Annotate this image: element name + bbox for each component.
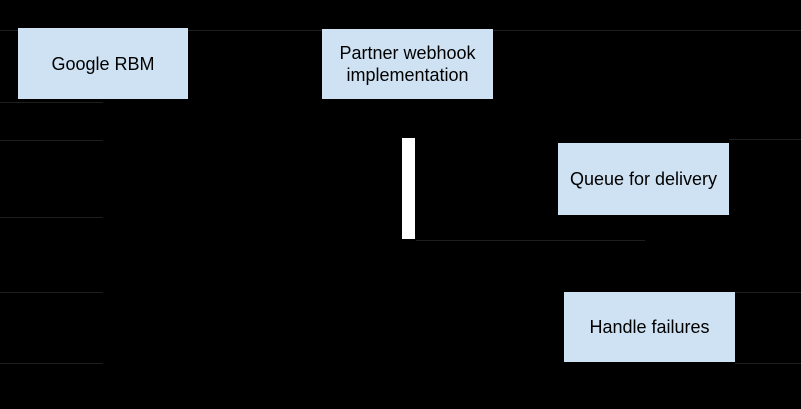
node-google-rbm: Google RBM xyxy=(18,28,188,99)
row-divider-right-1 xyxy=(729,139,801,140)
row-divider-left-2 xyxy=(0,140,103,141)
row-divider-left-5 xyxy=(0,363,103,364)
node-handle-failures: Handle failures xyxy=(564,292,735,362)
row-divider-left-1 xyxy=(0,102,103,103)
node-queue-for-delivery-label: Queue for delivery xyxy=(569,169,718,189)
row-divider-right-3 xyxy=(735,363,801,364)
node-google-rbm-label: Google RBM xyxy=(51,53,155,74)
node-partner-webhook: Partner webhook implementation xyxy=(322,29,493,99)
row-divider-right-2 xyxy=(735,292,801,293)
node-partner-webhook-label: Partner webhook implementation xyxy=(339,43,476,85)
activation-bar xyxy=(402,138,415,239)
message-arrow-line xyxy=(416,240,645,241)
row-divider-left-3 xyxy=(0,217,103,218)
node-queue-for-delivery: Queue for delivery xyxy=(558,143,729,215)
node-handle-failures-label: Handle failures xyxy=(589,317,710,337)
row-divider-left-4 xyxy=(0,292,103,293)
